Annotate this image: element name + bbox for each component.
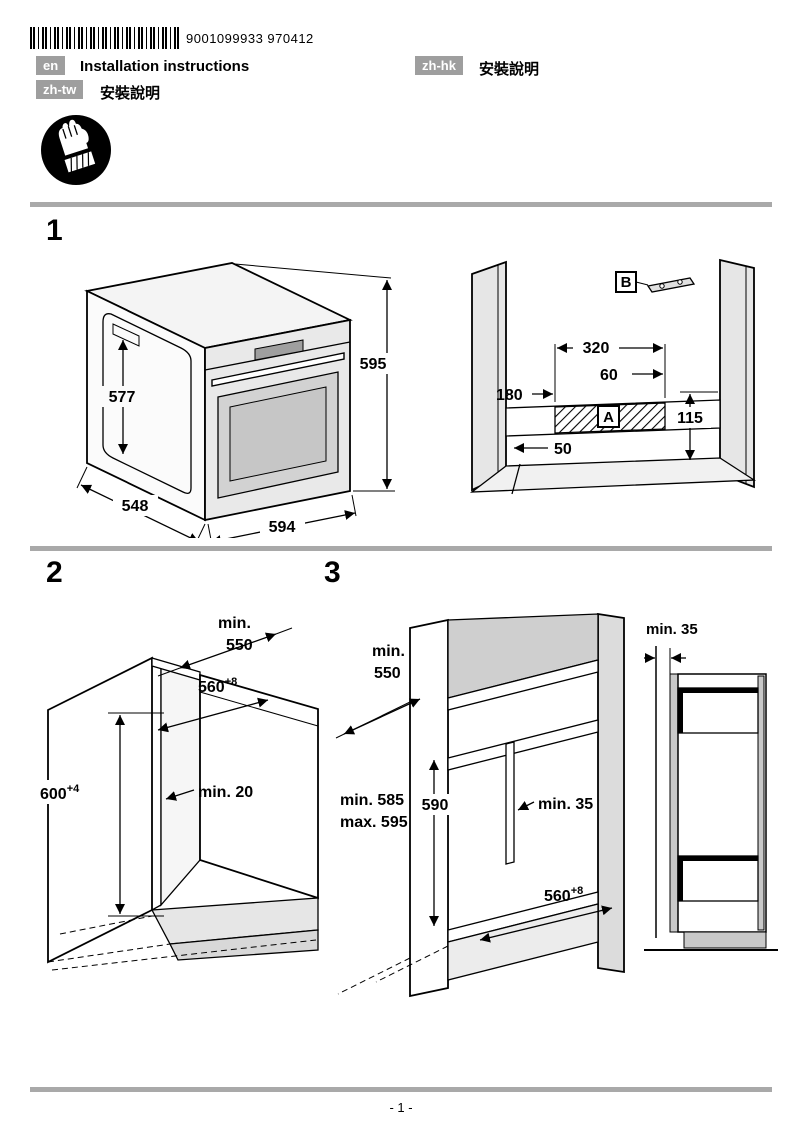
figure2-cabinet-drawing: min. 550 560+8 600+4 min. 20: [38, 615, 319, 971]
dim-label-590: 590: [422, 797, 449, 814]
dim-594: 594: [207, 494, 357, 538]
oven-body: [84, 262, 353, 522]
oven-handle: [211, 352, 345, 387]
oven-display: [254, 339, 304, 361]
dim-label-550-3: 550: [374, 665, 401, 682]
dim-label-594: 594: [269, 519, 296, 536]
dim-320: 320: [554, 337, 666, 402]
dim-label-548: 548: [122, 498, 149, 515]
step2-number: 2: [46, 556, 63, 589]
dim-niche-height-range: min. 585 max. 595: [340, 792, 408, 831]
dim-label-115: 115: [677, 410, 703, 427]
dim-label-550: 550: [226, 637, 253, 654]
dim-label-560-3: 560+8: [544, 885, 583, 905]
step3-number: 3: [324, 556, 341, 589]
dim-label-min35: min. 35: [538, 796, 593, 813]
dim-560: 560+8: [157, 676, 269, 733]
barcode: [30, 27, 180, 49]
mounting-bracket: [646, 277, 696, 293]
cabinet-back-panel: [669, 673, 679, 933]
dim-min20: min. 20: [165, 784, 253, 801]
lang-title-zh-tw: 安裝說明: [100, 85, 161, 102]
lang-title-zh-hk: 安裝說明: [479, 61, 540, 78]
dim-560-3: 560+8: [479, 885, 613, 943]
dim-min550-3: min. 550: [343, 643, 421, 735]
dim-label-50: 50: [554, 441, 572, 458]
lang-badge-en: en: [36, 56, 66, 75]
dim-label-min-3: min.: [372, 643, 405, 660]
dim-115: 115: [670, 391, 718, 460]
plinth: [683, 931, 767, 949]
niche-structure: [469, 258, 757, 495]
figure1-niche-drawing: A B 320 60 180 115: [469, 258, 757, 495]
side-view-structure: [644, 646, 778, 951]
lang-badge-zh-hk: zh-hk: [415, 56, 463, 75]
label-A-box: A: [597, 405, 620, 428]
rear-vent-panel: [505, 741, 515, 865]
dim-min550: min. 550: [157, 615, 293, 677]
lang-badge-zh-tw: zh-tw: [36, 80, 84, 99]
figure1-oven-drawing: 595 577 548 594: [76, 262, 395, 538]
dim-label-577: 577: [109, 389, 136, 406]
label-B: B: [621, 274, 632, 291]
dim-label-600: 600+4: [40, 783, 80, 803]
figure3-side-view-drawing: min. 35: [644, 621, 778, 951]
protective-gloves-icon: [41, 115, 111, 185]
figure3-tall-cabinet-drawing: min. 550 min. 585 max. 595 590 min. 35 5…: [335, 612, 625, 998]
dim-label-min585: min. 585: [340, 792, 404, 809]
cabinet-structure: [47, 656, 319, 971]
dim-548: 548: [76, 466, 206, 538]
dim-label-180: 180: [496, 387, 523, 404]
section-divider-2: [30, 546, 772, 551]
dim-min35-3: min. 35: [517, 796, 593, 813]
label-A: A: [603, 409, 614, 426]
dim-label-560: 560+8: [198, 676, 237, 696]
dim-wall-gap: min. 35: [644, 621, 698, 674]
page-number: - 1 -: [389, 1100, 413, 1115]
label-B-box: B: [615, 271, 696, 293]
section-divider-3: [30, 1087, 772, 1092]
dim-595: 595: [234, 263, 395, 492]
upper-appliance-section: [677, 687, 759, 734]
dim-600: 600+4: [38, 712, 164, 917]
dim-label-min: min.: [218, 615, 251, 632]
dim-180: 180: [496, 387, 553, 404]
dim-577: 577: [101, 340, 144, 454]
lower-appliance-section: [677, 855, 759, 902]
dim-50: 50: [514, 441, 572, 458]
dim-label-wall-gap: min. 35: [646, 621, 698, 638]
dim-590: 590: [415, 760, 455, 926]
dim-label-min20: min. 20: [198, 784, 253, 801]
barcode-stripes: [30, 27, 180, 49]
lang-title-en: Installation instructions: [80, 58, 250, 75]
dim-label-595: 595: [360, 356, 387, 373]
dim-60: 60: [600, 367, 663, 384]
dim-label-60: 60: [600, 367, 618, 384]
barcode-number: 9001099933 970412: [186, 31, 314, 46]
dim-label-max595: max. 595: [340, 814, 408, 831]
step1-number: 1: [46, 214, 63, 247]
section-divider-1: [30, 202, 772, 207]
dim-label-320: 320: [583, 340, 610, 357]
